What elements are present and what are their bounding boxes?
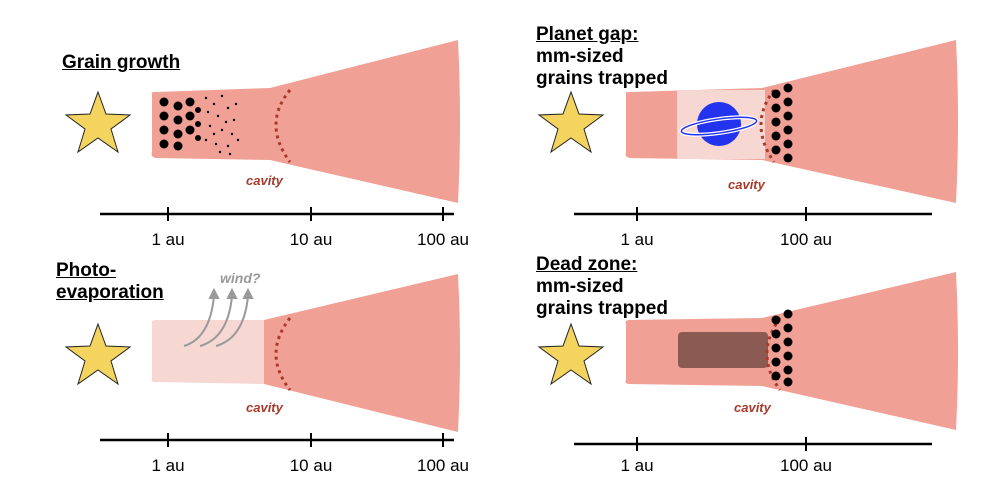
star-icon — [64, 90, 132, 154]
photoevaporation-diagram — [64, 274, 460, 447]
cavity-edge — [274, 89, 292, 163]
cleared-inner-disk — [151, 320, 264, 384]
planet-icon — [679, 102, 759, 146]
tick-label-10au: 10 au — [289, 230, 333, 249]
title-line: Photo- — [56, 260, 117, 281]
panel-title: Dead zone: mm-sized grains trapped — [536, 254, 668, 320]
planet-gap-diagram — [537, 40, 958, 221]
title-line: grains trapped — [536, 298, 668, 319]
tick-label-1au: 1 au — [620, 230, 654, 249]
panel-title: Photo- evaporation — [56, 260, 164, 304]
star-icon — [537, 322, 605, 386]
tick-label-1au: 1 au — [151, 456, 185, 475]
cavity-label: cavity — [734, 400, 771, 415]
wind-arrows — [183, 287, 254, 347]
tick-label-100au: 100 au — [780, 230, 832, 249]
star-icon — [537, 90, 605, 154]
grain-growth-diagram — [64, 40, 460, 221]
trapped-grains — [771, 83, 793, 163]
wind-label: wind? — [220, 270, 261, 286]
tick-label-1au: 1 au — [620, 456, 654, 475]
cavity-label: cavity — [728, 177, 765, 192]
panel-planet-gap: Planet gap: mm-sized grains trapped cavi… — [492, 0, 984, 252]
title-line: mm-sized — [536, 276, 624, 297]
panel-title: Grain growth — [62, 52, 180, 74]
disk — [264, 274, 460, 432]
cavity-label: cavity — [246, 173, 283, 188]
tick-label-100au: 100 au — [417, 456, 469, 475]
panel-dead-zone: Dead zone: mm-sized grains trapped cavit… — [492, 252, 984, 504]
cavity-label: cavity — [246, 400, 283, 415]
cavity-edge — [759, 89, 776, 163]
dead-zone-region — [678, 332, 768, 368]
tick-label-100au: 100 au — [780, 456, 832, 475]
title-line: grains trapped — [536, 68, 668, 89]
title-line: Grain growth — [62, 52, 181, 73]
tick-label-10au: 10 au — [289, 456, 333, 475]
tick-label-100au: 100 au — [417, 230, 469, 249]
title-line: evaporation — [56, 282, 164, 303]
star-icon — [64, 322, 132, 386]
panel-title: Planet gap: mm-sized grains trapped — [536, 24, 668, 90]
small-grains — [204, 94, 240, 156]
tick-label-1au: 1 au — [151, 230, 185, 249]
title-line: mm-sized — [536, 46, 624, 67]
trapped-grains — [771, 309, 793, 387]
large-grains — [159, 97, 201, 151]
cavity-edge — [274, 317, 292, 391]
dead-zone-diagram — [537, 272, 958, 451]
title-line: Dead zone: — [536, 254, 638, 275]
panel-grain-growth: Grain growth cavity 1 au 10 au 100 au — [0, 0, 492, 252]
title-line: Planet gap: — [536, 24, 639, 45]
cavity-edge — [765, 317, 782, 391]
disk — [625, 40, 958, 203]
panel-photoevaporation: Photo- evaporation wind? cavity 1 au 10 … — [0, 252, 492, 504]
disk — [625, 272, 958, 430]
disk — [151, 40, 460, 203]
